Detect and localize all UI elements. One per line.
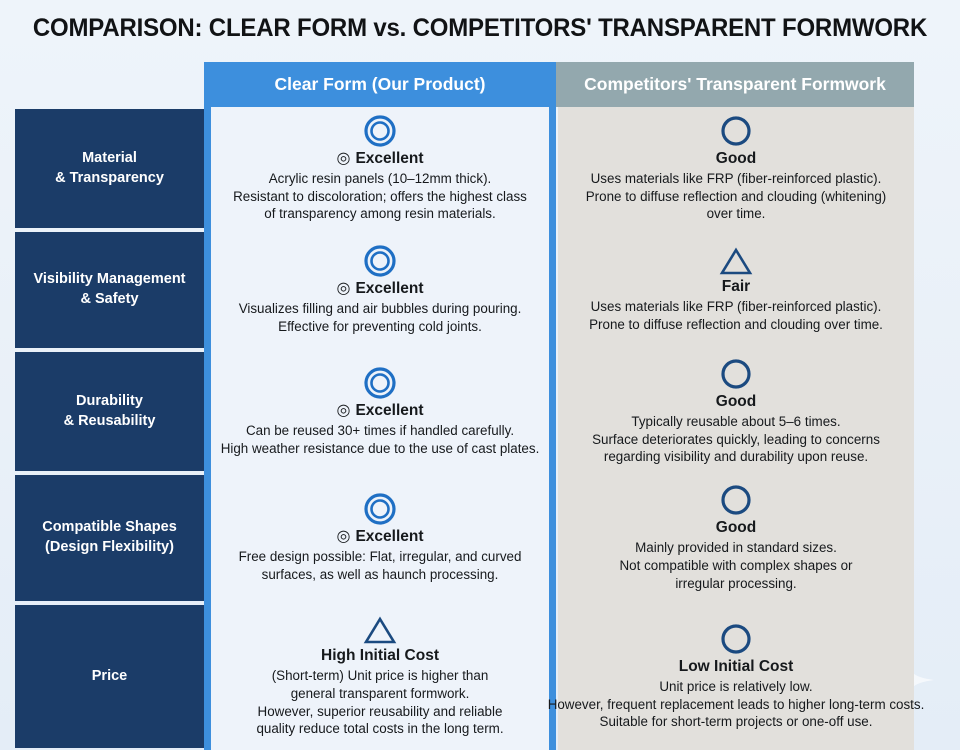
circle-icon: [719, 114, 753, 148]
row-label: Durability& Reusability: [15, 352, 204, 471]
triangle-icon: [719, 246, 753, 276]
cell-description-line: Not compatible with complex shapes or: [619, 558, 853, 574]
cell-description: Can be reused 30+ times if handled caref…: [221, 422, 540, 458]
column-header-competitor: Competitors' Transparent Formwork: [556, 62, 914, 107]
cell-description: Acrylic resin panels (10–12mm thick). Res…: [233, 170, 527, 223]
cell-description: Unit price is relatively low. However, fr…: [548, 678, 925, 731]
cell-description-line: Uses materials like FRP (fiber-reinforce…: [590, 170, 882, 186]
cell-verdict-text: Good: [715, 392, 757, 410]
circle-icon: [719, 483, 753, 517]
cell-verdict: Good: [716, 393, 756, 411]
cell-verdict: ◎Excellent: [336, 280, 423, 298]
circle-icon: [719, 357, 753, 391]
table-row: Price High Initial Cost (Short-term) Unit …: [0, 603, 960, 750]
triangle-icon: [363, 615, 397, 645]
table-row: Compatible Shapes(Design Flexibility)◎Ex…: [0, 473, 960, 603]
double-circle-icon-inline: ◎: [336, 149, 351, 167]
cell-description-line: (Short-term) Unit price is higher than: [271, 667, 489, 683]
cell-description-line: However, frequent replacement leads to h…: [547, 696, 925, 712]
cell-description-line: Surface deteriorates quickly, leading to…: [592, 431, 880, 447]
cell-verdict: ◎Excellent: [336, 528, 423, 546]
cell-description-line: However, superior reusability and reliab…: [257, 703, 503, 719]
cell-description-line: Prone to diffuse reflection and clouding…: [589, 317, 883, 332]
circle-icon: [719, 622, 753, 656]
double-circle-icon-inline: ◎: [336, 280, 351, 298]
cell-product: High Initial Cost (Short-term) Unit price…: [211, 603, 549, 750]
cell-verdict-text: Excellent: [355, 280, 424, 298]
page-title: COMPARISON: CLEAR FORM vs. COMPETITORS' …: [32, 14, 928, 42]
cell-description-line: Resistant to discoloration; offers the h…: [233, 188, 527, 204]
double-circle-icon-inline: ◎: [336, 401, 351, 419]
cell-description-line: regarding visibility and durability upon…: [603, 449, 869, 465]
cell-verdict-text: Low Initial Cost: [678, 657, 794, 675]
cell-description-line: of transparency among resin materials.: [264, 206, 496, 222]
column-header-product: Clear Form (Our Product): [204, 62, 556, 107]
cell-description-line: Visualizes filling and air bubbles durin…: [238, 301, 522, 317]
cell-verdict-text: Good: [715, 519, 757, 537]
cell-description: Uses materials like FRP (fiber-reinforce…: [586, 170, 887, 223]
row-label: Compatible Shapes(Design Flexibility): [15, 475, 204, 601]
cell-description: (Short-term) Unit price is higher than ge…: [256, 667, 503, 738]
cell-description-line: Acrylic resin panels (10–12mm thick).: [268, 170, 492, 186]
double-circle-icon-inline: ◎: [336, 528, 351, 546]
cell-description-line: Uses materials like FRP (fiber-reinforce…: [590, 299, 882, 315]
double-circle-icon: [363, 366, 397, 400]
row-label: Visibility Management& Safety: [15, 232, 204, 348]
cell-verdict: High Initial Cost: [321, 647, 439, 665]
double-circle-icon: [363, 492, 397, 526]
cell-verdict: Low Initial Cost: [679, 658, 794, 676]
cell-verdict-text: Good: [715, 149, 757, 167]
double-circle-icon: [363, 244, 397, 278]
cell-description: Mainly provided in standard sizes. Not co…: [620, 539, 853, 592]
cell-verdict-text: High Initial Cost: [321, 646, 439, 664]
cell-verdict: Fair: [722, 278, 750, 296]
cell-description-line: irregular processing.: [675, 575, 797, 591]
row-label: Price: [15, 605, 204, 748]
cell-description: Uses materials like FRP (fiber-reinforce…: [589, 298, 883, 334]
cell-description-line: Prone to diffuse reflection and clouding…: [585, 188, 887, 204]
cell-description-line: over time.: [706, 206, 766, 222]
cell-description: Free design possible: Flat, irregular, a…: [239, 548, 522, 584]
double-circle-icon: [363, 114, 397, 148]
cell-description-line: Suitable for short-term projects or one-…: [599, 714, 873, 730]
cell-description-line: Typically reusable about 5–6 times.: [631, 413, 841, 429]
cell-verdict-text: Excellent: [355, 401, 424, 419]
cell-description-line: High weather resistance due to the use o…: [220, 440, 540, 456]
cell-verdict-text: Fair: [721, 278, 751, 296]
cell-verdict: ◎Excellent: [336, 150, 423, 168]
cell-verdict-text: Excellent: [355, 149, 424, 167]
cell-description-line: Effective for preventing cold joints.: [278, 319, 482, 334]
cell-description-line: Mainly provided in standard sizes.: [635, 540, 837, 556]
cell-description-line: Unit price is relatively low.: [659, 678, 813, 694]
cell-description-line: Free design possible: Flat, irregular, a…: [238, 549, 522, 565]
cell-description: Visualizes filling and air bubbles durin…: [239, 300, 522, 336]
cell-description-line: surfaces, as well as haunch processing.: [261, 567, 499, 582]
cell-description-line: quality reduce total costs in the long t…: [256, 721, 504, 737]
cell-verdict: ◎Excellent: [336, 402, 423, 420]
cell-description-line: general transparent formwork.: [290, 685, 470, 701]
cell-verdict: Good: [716, 519, 756, 537]
row-label: Material& Transparency: [15, 109, 204, 228]
cell-description: Typically reusable about 5–6 times. Surfa…: [592, 413, 880, 466]
comparison-table: Clear Form (Our Product) Competitors' Tr…: [0, 62, 960, 750]
cell-verdict-text: Excellent: [355, 528, 424, 546]
cell-description-line: Can be reused 30+ times if handled caref…: [245, 422, 515, 438]
cell-verdict: Good: [716, 150, 756, 168]
